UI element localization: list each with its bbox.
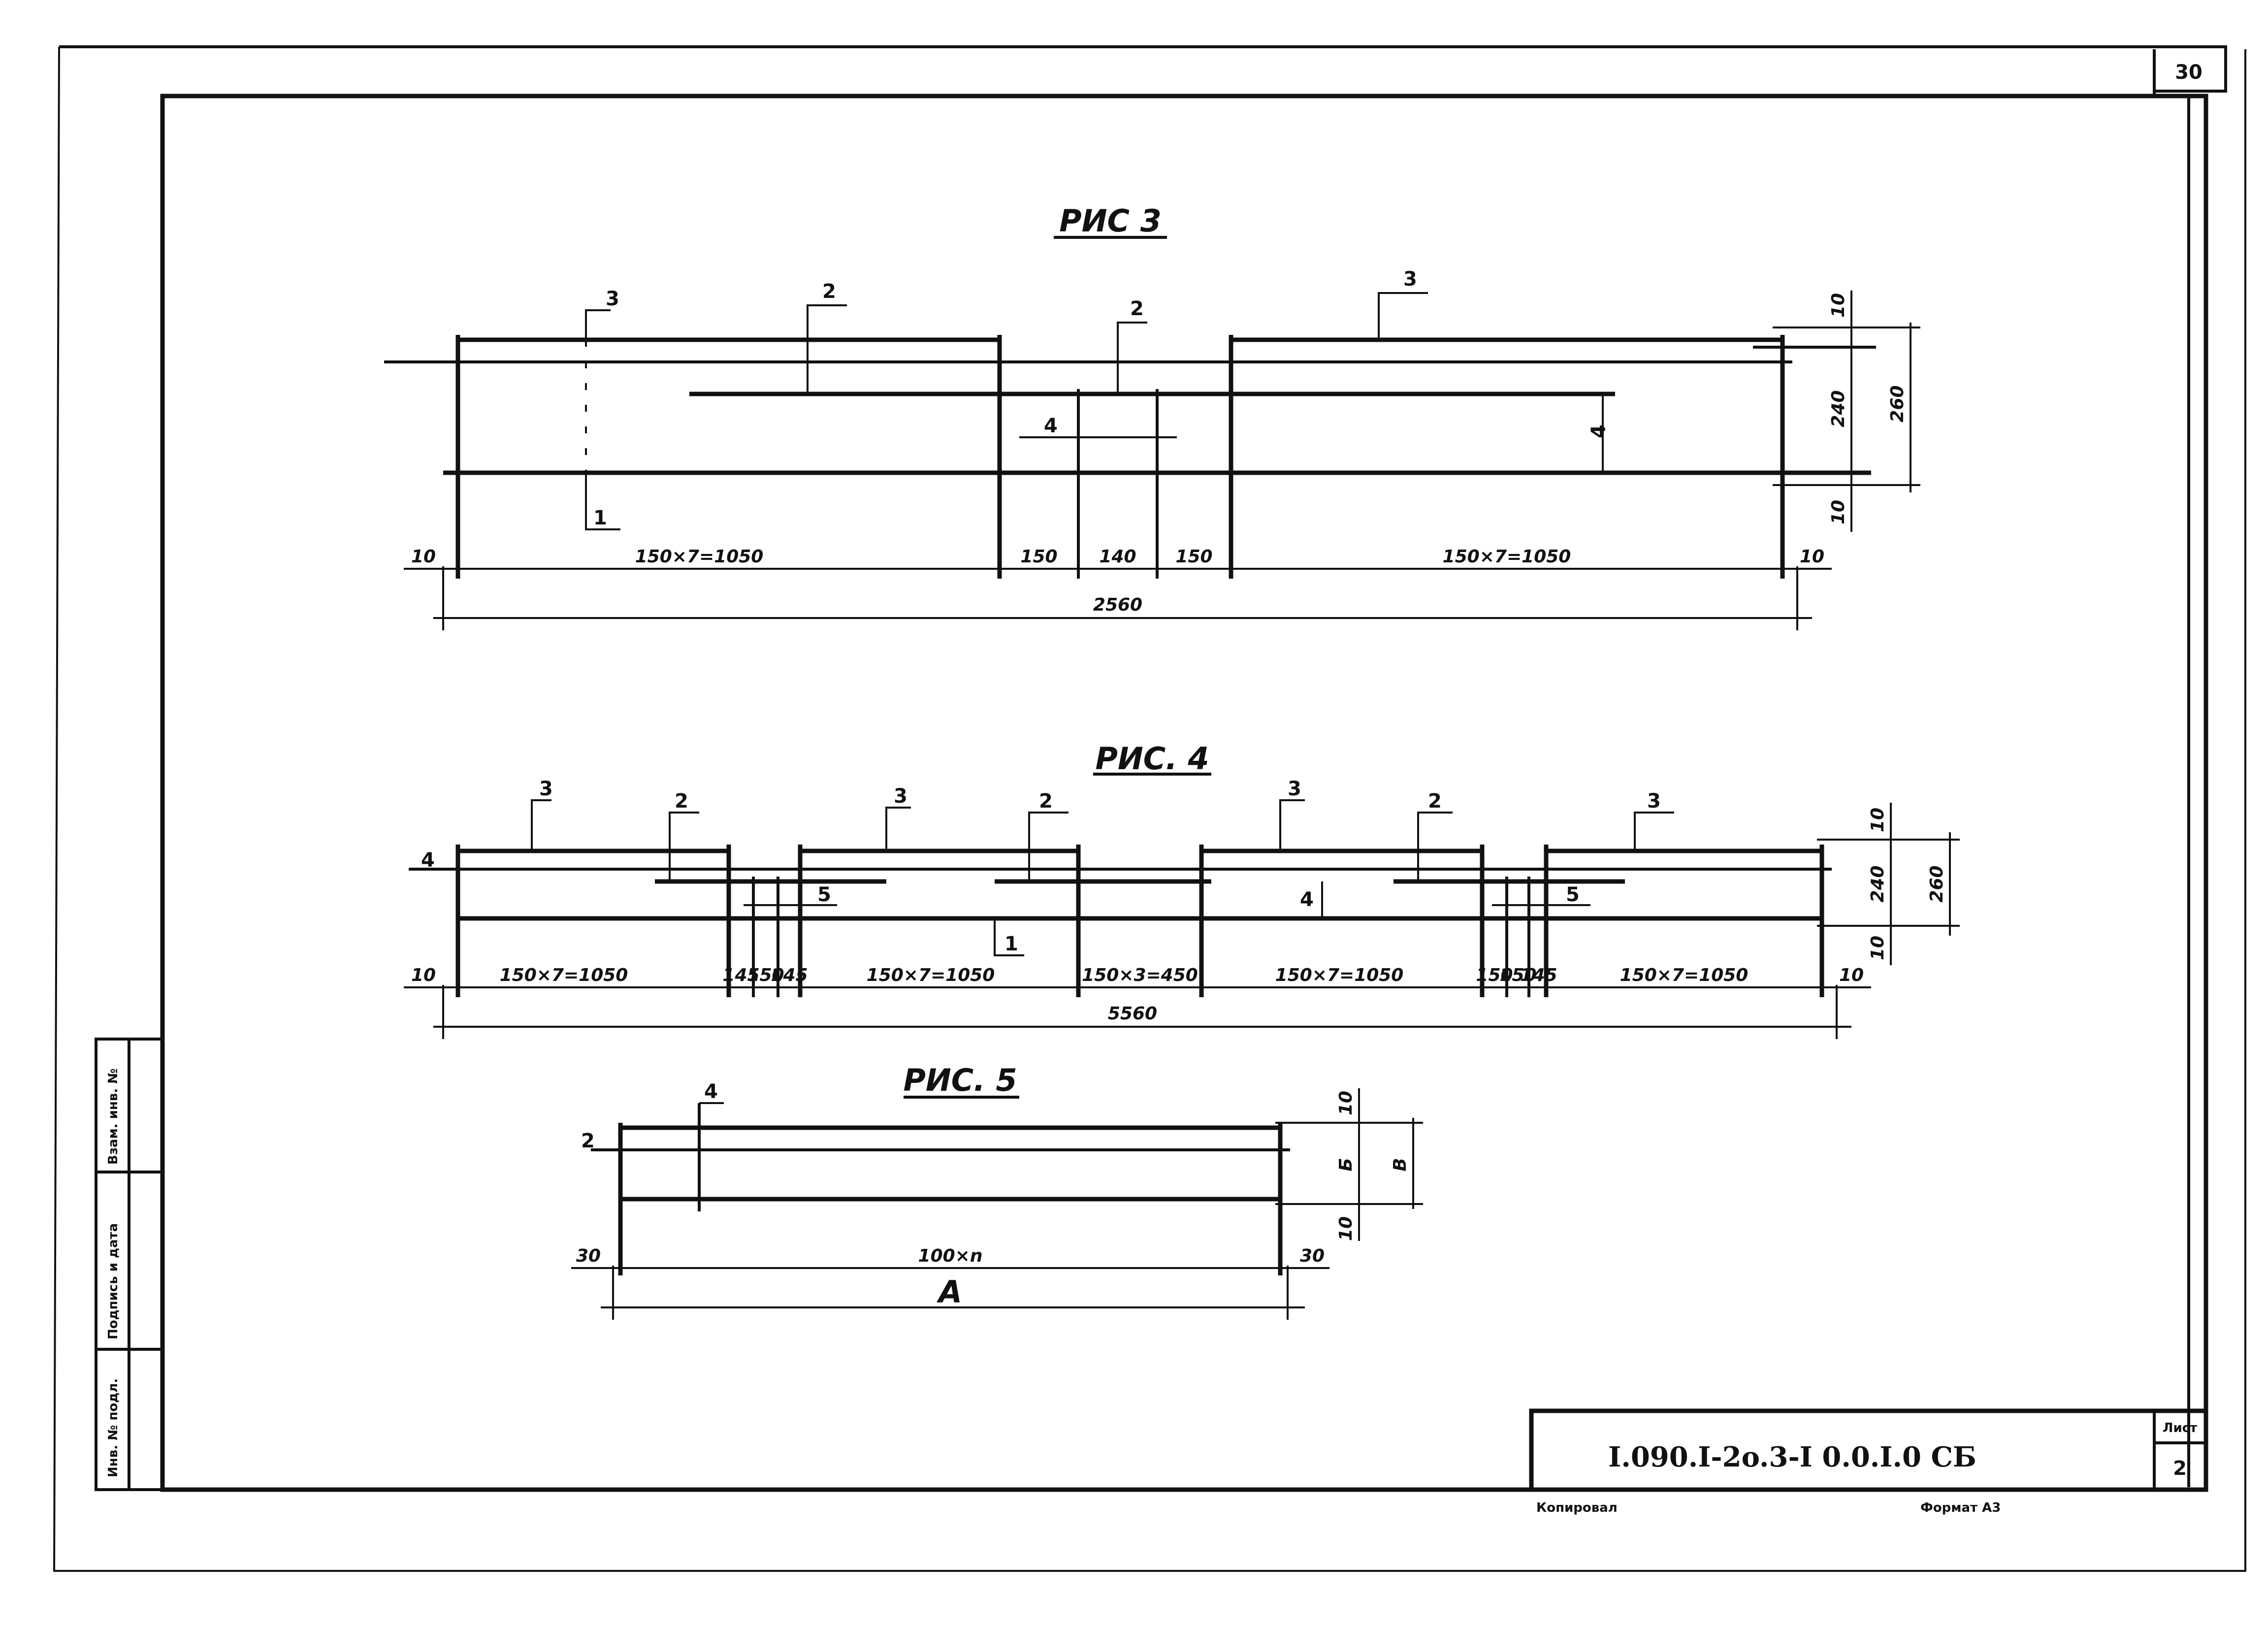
fig4-mark-2c: 2 bbox=[1428, 790, 1442, 813]
fig4-dim-10-right: 10 bbox=[1839, 965, 1864, 985]
fig4-dim-right-10-top: 10 bbox=[1868, 808, 1888, 832]
figure-3: РИС 3 3 2 2 3 4 4 1 bbox=[384, 203, 1920, 630]
fig4-mark-3d: 3 bbox=[1647, 790, 1661, 813]
fig4-mark-3a: 3 bbox=[539, 778, 553, 800]
figure-4: РИС. 4 3 2 3 2 bbox=[404, 741, 1960, 1039]
fig5-dim-right-10-bottom: 10 bbox=[1336, 1216, 1356, 1241]
fig4-dim-1050-c: 150×7=1050 bbox=[1275, 965, 1404, 985]
fig4-mark-4-mid: 4 bbox=[1300, 888, 1314, 911]
fig5-dim-total: А bbox=[936, 1274, 962, 1310]
fig5-mark-2: 2 bbox=[581, 1130, 595, 1152]
title-block bbox=[1529, 1408, 2208, 1492]
fig4-dim-right-10-bottom: 10 bbox=[1868, 936, 1888, 960]
sheet-number: 2 bbox=[2173, 1457, 2187, 1480]
fig3-dim-10-left: 10 bbox=[411, 547, 436, 567]
fig3-mark-1: 1 bbox=[593, 507, 607, 529]
fig5-title: РИС. 5 bbox=[903, 1062, 1017, 1098]
fig4-dim-1050-b: 150×7=1050 bbox=[867, 965, 995, 985]
fig4-dim-right-240: 240 bbox=[1868, 865, 1888, 902]
fig5-dim-30-left: 30 bbox=[576, 1246, 601, 1266]
fig3-dim-total: 2560 bbox=[1093, 595, 1142, 615]
side-stamp-inv: Инв. № подл. bbox=[106, 1378, 121, 1477]
fig4-dim-150-b: 150 bbox=[1476, 965, 1513, 985]
fig3-dim-150-a: 150 bbox=[1020, 547, 1057, 567]
fig4-dim-450: 150×3=450 bbox=[1082, 965, 1198, 985]
sheet-frame bbox=[53, 45, 2246, 1572]
fig4-dim-145-b: 145 bbox=[771, 965, 808, 985]
fig3-mark-4b: 4 bbox=[1588, 424, 1610, 438]
fig4-mark-5b: 5 bbox=[1566, 883, 1580, 906]
fig4-dim-1050-d: 150×7=1050 bbox=[1620, 965, 1749, 985]
fig4-dim-1050-a: 150×7=1050 bbox=[500, 965, 628, 985]
fig4-dim-150-c: 150 bbox=[1499, 965, 1536, 985]
side-stamp-replace: Взам. инв. № bbox=[106, 1069, 121, 1165]
drawing-code: I.090.I-2o.3-I 0.0.I.0 СБ bbox=[1608, 1441, 1976, 1473]
fig4-dim-10-left: 10 bbox=[411, 965, 436, 985]
fig3-dim-1050-left: 150×7=1050 bbox=[635, 547, 764, 567]
fig4-dim-145-c: 145 bbox=[1520, 965, 1557, 985]
sheet-label: Лист bbox=[2163, 1421, 2197, 1435]
fig4-mark-3c: 3 bbox=[1288, 778, 1301, 800]
corner-sheet-number: 30 bbox=[2175, 61, 2203, 84]
fig4-mark-3b: 3 bbox=[894, 785, 907, 808]
fig3-dim-140: 140 bbox=[1099, 547, 1136, 567]
fig3-dim-right-10-bottom: 10 bbox=[1828, 500, 1848, 524]
fig3-dim-right-260: 260 bbox=[1887, 385, 1908, 422]
fig5-dim-right-v: В bbox=[1390, 1158, 1410, 1171]
fig3-title: РИС 3 bbox=[1059, 203, 1162, 239]
side-stamp-signature: Подпись и дата bbox=[106, 1223, 121, 1339]
fig4-mark-5a: 5 bbox=[817, 883, 831, 906]
fig3-dim-150-b: 150 bbox=[1175, 547, 1212, 567]
fig5-mark-4: 4 bbox=[704, 1080, 718, 1103]
fig4-dim-150-a: 150 bbox=[747, 965, 784, 985]
fig4-mark-4-left: 4 bbox=[421, 849, 435, 872]
fig4-title: РИС. 4 bbox=[1095, 741, 1209, 777]
fig5-dim-100n: 100×n bbox=[918, 1246, 983, 1266]
fig5-dim-30-right: 30 bbox=[1300, 1246, 1325, 1266]
fig4-dim-145-a: 145 bbox=[722, 965, 759, 985]
fig4-mark-2b: 2 bbox=[1039, 790, 1053, 813]
format-label: Формат А3 bbox=[1920, 1500, 2001, 1515]
fig4-dim-right-260: 260 bbox=[1927, 865, 1947, 902]
fig5-dim-right-10-top: 10 bbox=[1336, 1091, 1356, 1115]
fig3-mark-3b: 3 bbox=[1403, 268, 1417, 291]
fig3-dim-right-240: 240 bbox=[1828, 390, 1848, 427]
side-stamp: Инв. № подл. Подпись и дата Взам. инв. № bbox=[95, 1038, 164, 1491]
fig3-mark-4a: 4 bbox=[1044, 415, 1058, 437]
fig4-mark-2a: 2 bbox=[675, 790, 688, 813]
fig3-mark-2b: 2 bbox=[1130, 297, 1144, 320]
figure-5: РИС. 5 4 2 30 100×n 30 А 10 Б 10 В bbox=[571, 1062, 1423, 1320]
copied-label: Копировал bbox=[1536, 1500, 1618, 1515]
fig3-dim-1050-right: 150×7=1050 bbox=[1443, 547, 1571, 567]
fig3-dim-10-right: 10 bbox=[1800, 547, 1824, 567]
fig3-mark-3a: 3 bbox=[606, 288, 619, 310]
fig3-mark-2a: 2 bbox=[822, 280, 836, 303]
fig4-dim-total: 5560 bbox=[1108, 1004, 1157, 1024]
fig3-dim-right-10-top: 10 bbox=[1828, 293, 1848, 318]
fig5-dim-right-b: Б bbox=[1336, 1158, 1356, 1171]
fig4-mark-1: 1 bbox=[1004, 933, 1018, 955]
